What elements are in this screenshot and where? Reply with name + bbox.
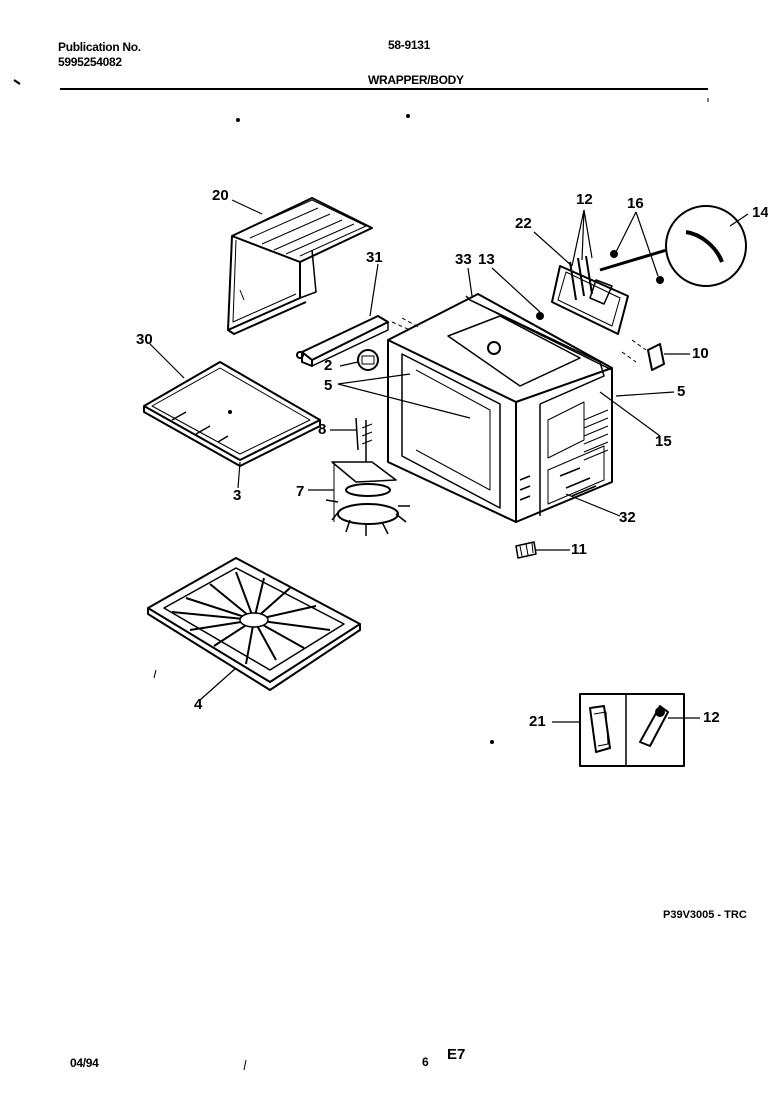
callout-11: 11: [571, 541, 587, 558]
part-10-cover: [621, 339, 665, 371]
page-number: 6: [422, 1055, 429, 1069]
callout-32: 32: [619, 509, 636, 526]
print-date: 04/94: [70, 1056, 99, 1070]
callout-12-top: 12: [576, 191, 593, 208]
part-14-detail-circle: [665, 205, 747, 287]
part-20-wrapper-top: [227, 197, 373, 335]
part-2-component: [357, 349, 379, 371]
callout-10: 10: [692, 345, 709, 362]
cabinet-body: [387, 293, 613, 523]
scan-marks: [13, 79, 709, 1071]
callout-16: 16: [627, 195, 644, 212]
callout-15: 15: [655, 433, 672, 450]
part-4-turntable-tray: [147, 557, 361, 691]
section-title: WRAPPER/BODY: [368, 73, 464, 87]
inset-box-21-12: [579, 693, 685, 767]
callout-4: 4: [194, 696, 203, 713]
callout-30: 30: [136, 331, 153, 348]
model-number: 58-9131: [388, 38, 430, 52]
callout-20: 20: [212, 187, 229, 204]
callout-5-right: 5: [677, 383, 686, 400]
page-code: E7: [447, 1046, 466, 1063]
callout-12-inset: 12: [703, 709, 720, 726]
leader-lines: [149, 199, 749, 723]
callout-13: 13: [478, 251, 495, 268]
callout-5-left: 5: [324, 377, 333, 394]
callout-8: 8: [318, 421, 327, 438]
callout-7: 7: [296, 483, 305, 500]
callout-2: 2: [324, 357, 333, 374]
publication-label: Publication No.: [58, 40, 141, 54]
part-7-stirrer-fan: [325, 461, 410, 536]
callout-31: 31: [366, 249, 383, 266]
callout-22: 22: [515, 215, 532, 232]
callout-21: 21: [529, 713, 546, 730]
callout-3: 3: [233, 487, 242, 504]
header-rule: [60, 88, 708, 90]
callout-14: 14: [752, 204, 768, 221]
publication-number: 5995254082: [58, 55, 122, 69]
part-22-bracket-assembly: [536, 244, 681, 335]
part-31-rail: [296, 315, 421, 367]
part-11-connector: [515, 541, 537, 559]
callout-33: 33: [455, 251, 472, 268]
part-30-tray-frame: [143, 361, 321, 467]
diagram-code: P39V3005 - TRC: [663, 909, 747, 921]
